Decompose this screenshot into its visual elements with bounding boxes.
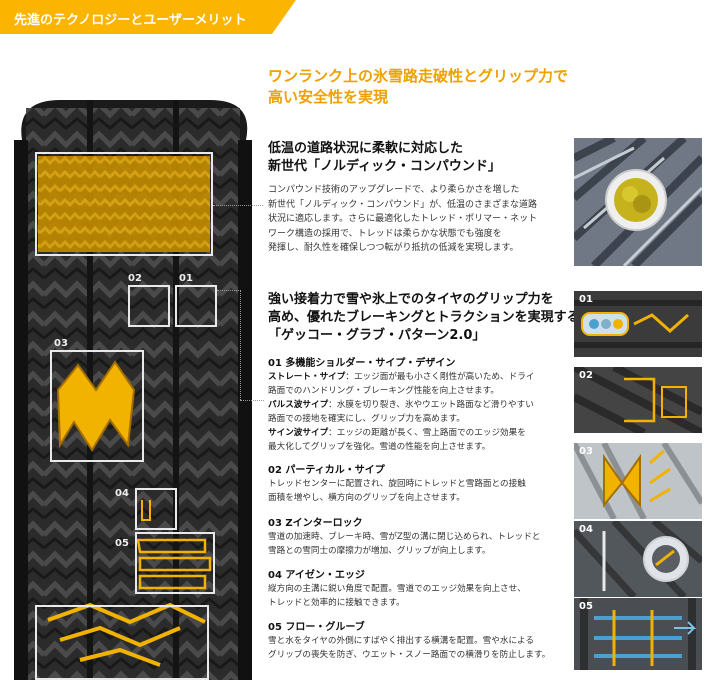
thumbnail-04-number: 04 bbox=[579, 524, 593, 535]
feature-01-line: サイン波サイプ：エッジの距離が長く、雪上路面でのエッジ効果を bbox=[268, 428, 526, 438]
feature-02-body: トレッドセンターに配置され、旋回時にトレッドと雪路面との接触 面積を増やし、横方… bbox=[268, 477, 552, 505]
nordic-compound-image bbox=[574, 138, 702, 266]
leader-line-1 bbox=[213, 205, 263, 206]
feature-01-line: 路面での接地を確実にし、グリップ力を高めます。 bbox=[268, 414, 465, 424]
callout-box-nordic bbox=[35, 152, 213, 256]
callout-box-02: 02 bbox=[128, 273, 170, 327]
feature-02-line: 面積を増やし、横方向のグリップを向上させます。 bbox=[268, 493, 465, 503]
callout-label-04: 04 bbox=[115, 488, 129, 499]
thumbnail-05-number: 05 bbox=[579, 601, 593, 612]
section1-body-line: コンパウンド技術のアップグレードで、より柔らかさを増した bbox=[268, 185, 520, 195]
thumbnail-01-graphic bbox=[574, 291, 702, 357]
section1-title: 低温の道路状況に柔軟に対応した 新世代「ノルディック・コンパウンド」 bbox=[268, 140, 501, 176]
section2-title-line-2: 高め、優れたブレーキングとトラクションを実現する bbox=[268, 310, 580, 325]
leader-line-4 bbox=[240, 400, 264, 401]
section1-body: コンパウンド技術のアップグレードで、より柔らかさを増した 新世代「ノルディック・… bbox=[268, 183, 552, 256]
feature-04-line: 縦方向の主溝に鋭い角度で配置。雪道でのエッジ効果を向上させ、 bbox=[268, 584, 526, 594]
thumbnail-03-number: 03 bbox=[579, 446, 593, 457]
thumbnail-04-graphic bbox=[574, 521, 702, 597]
thumbnail-01: 01 bbox=[574, 291, 702, 357]
callout-box-03: 03 bbox=[50, 338, 144, 462]
banner-title: 先進のテクノロジーとユーザーメリット bbox=[14, 13, 247, 28]
section1-body-line: 状況に適応します。さらに最適化したトレッド・ポリマー・ネット bbox=[268, 214, 538, 224]
feature-02-line: トレッドセンターに配置され、旋回時にトレッドと雪路面との接触 bbox=[268, 479, 526, 489]
feature-02-heading: 02 パーティカル・サイプ bbox=[268, 465, 385, 476]
tire-illustration: 02 01 03 04 05 bbox=[0, 100, 258, 680]
headline: ワンランク上の氷雪路走破性とグリップ力で 高い安全性を実現 bbox=[268, 66, 568, 108]
callout-box-flow bbox=[35, 605, 209, 680]
callout-box-04: 04 bbox=[115, 488, 177, 530]
callout-box-05: 05 bbox=[115, 532, 215, 594]
feature-01-line: 最大化してグリップを強化。雪道の性能を向上させます。 bbox=[268, 442, 491, 452]
feature-04-heading: 04 アイゼン・エッジ bbox=[268, 570, 365, 581]
feature-05-line: グリップの喪失を防ぎ、ウエット・スノー路面での横滑りを防止します。 bbox=[268, 650, 551, 660]
feature-05-body: 雪と水をタイヤの外側にすばやく排出する横溝を配置。雪や水による グリップの喪失を… bbox=[268, 634, 552, 662]
thumbnail-02: 02 bbox=[574, 367, 702, 433]
section1-title-line-2: 新世代「ノルディック・コンパウンド」 bbox=[268, 159, 501, 174]
callout-label-05: 05 bbox=[115, 538, 129, 549]
tire-tread-graphic bbox=[14, 100, 252, 680]
section1-body-line: ワーク構造の採用で、トレッドは柔らかな状態でも強度を bbox=[268, 228, 502, 239]
feature-03-body: 雪道の加速時、ブレーキ時、雪がZ型の溝に閉じ込められ、トレッドと 雪路との雪同士… bbox=[268, 530, 552, 558]
section1-body-line: 新世代「ノルディック・コンパウンド」が、低温のさまざまな道路 bbox=[268, 199, 538, 210]
callout-box-01: 01 bbox=[175, 273, 217, 327]
thumbnail-03-graphic bbox=[574, 443, 702, 519]
callout-label-02: 02 bbox=[128, 273, 142, 284]
thumbnail-01-number: 01 bbox=[579, 294, 593, 305]
thumbnail-05-graphic bbox=[574, 598, 702, 670]
headline-line-1: ワンランク上の氷雪路走破性とグリップ力で bbox=[268, 67, 569, 85]
section-banner: 先進のテクノロジーとユーザーメリット bbox=[0, 0, 296, 34]
feature-03-line: 雪路との雪同士の摩擦力が増加、グリップが向上します。 bbox=[268, 546, 491, 556]
feature-01-line: 路面でのハンドリング・ブレーキング性能を向上させます。 bbox=[268, 386, 499, 396]
feature-04-line: トレッドと効率的に接触できます。 bbox=[268, 598, 405, 608]
feature-01-line: パルス波サイプ：水膜を切り裂き、氷やウエット路面など滑りやすい bbox=[268, 400, 534, 410]
thumbnail-05: 05 bbox=[574, 598, 702, 670]
leader-line-2 bbox=[240, 290, 241, 400]
section1-body-line: 発揮し、耐久性を確保しつつ転がり抵抗の低減を実現します。 bbox=[268, 243, 519, 253]
section2-title-line-3: 「ゲッコー・グラブ・パターン2.0」 bbox=[268, 328, 486, 343]
thumbnail-02-graphic bbox=[574, 367, 702, 433]
feature-05-heading: 05 フロー・グルーブ bbox=[268, 622, 365, 633]
thumbnail-02-number: 02 bbox=[579, 370, 593, 381]
feature-01-heading: 01 多機能ショルダー・サイプ・デザイン bbox=[268, 358, 456, 369]
feature-04-body: 縦方向の主溝に鋭い角度で配置。雪道でのエッジ効果を向上させ、 トレッドと効率的に… bbox=[268, 582, 552, 610]
section2-title: 強い接着力で雪や氷上でのタイヤのグリップ力を 高め、優れたブレーキングとトラクシ… bbox=[268, 291, 580, 345]
feature-03-heading: 03 Zインターロック bbox=[268, 518, 363, 529]
section2-title-line-1: 強い接着力で雪や氷上でのタイヤのグリップ力を bbox=[268, 292, 554, 307]
section1-title-line-1: 低温の道路状況に柔軟に対応した bbox=[268, 141, 464, 156]
feature-03-line: 雪道の加速時、ブレーキ時、雪がZ型の溝に閉じ込められ、トレッドと bbox=[268, 532, 541, 542]
thumbnail-04: 04 bbox=[574, 521, 702, 597]
feature-01-line: ストレート・サイプ：エッジ面が最も小さく剛性が高いため、ドライ bbox=[268, 372, 535, 382]
callout-label-01: 01 bbox=[179, 273, 193, 284]
feature-05-line: 雪と水をタイヤの外側にすばやく排出する横溝を配置。雪や水による bbox=[268, 636, 534, 646]
callout-label-03: 03 bbox=[54, 338, 68, 349]
thumbnail-03: 03 bbox=[574, 443, 702, 519]
leader-line-3 bbox=[217, 290, 241, 291]
thumbnail-nordic-compound bbox=[574, 138, 702, 266]
headline-line-2: 高い安全性を実現 bbox=[268, 88, 389, 106]
feature-01-body: ストレート・サイプ：エッジ面が最も小さく剛性が高いため、ドライ 路面でのハンドリ… bbox=[268, 370, 552, 454]
